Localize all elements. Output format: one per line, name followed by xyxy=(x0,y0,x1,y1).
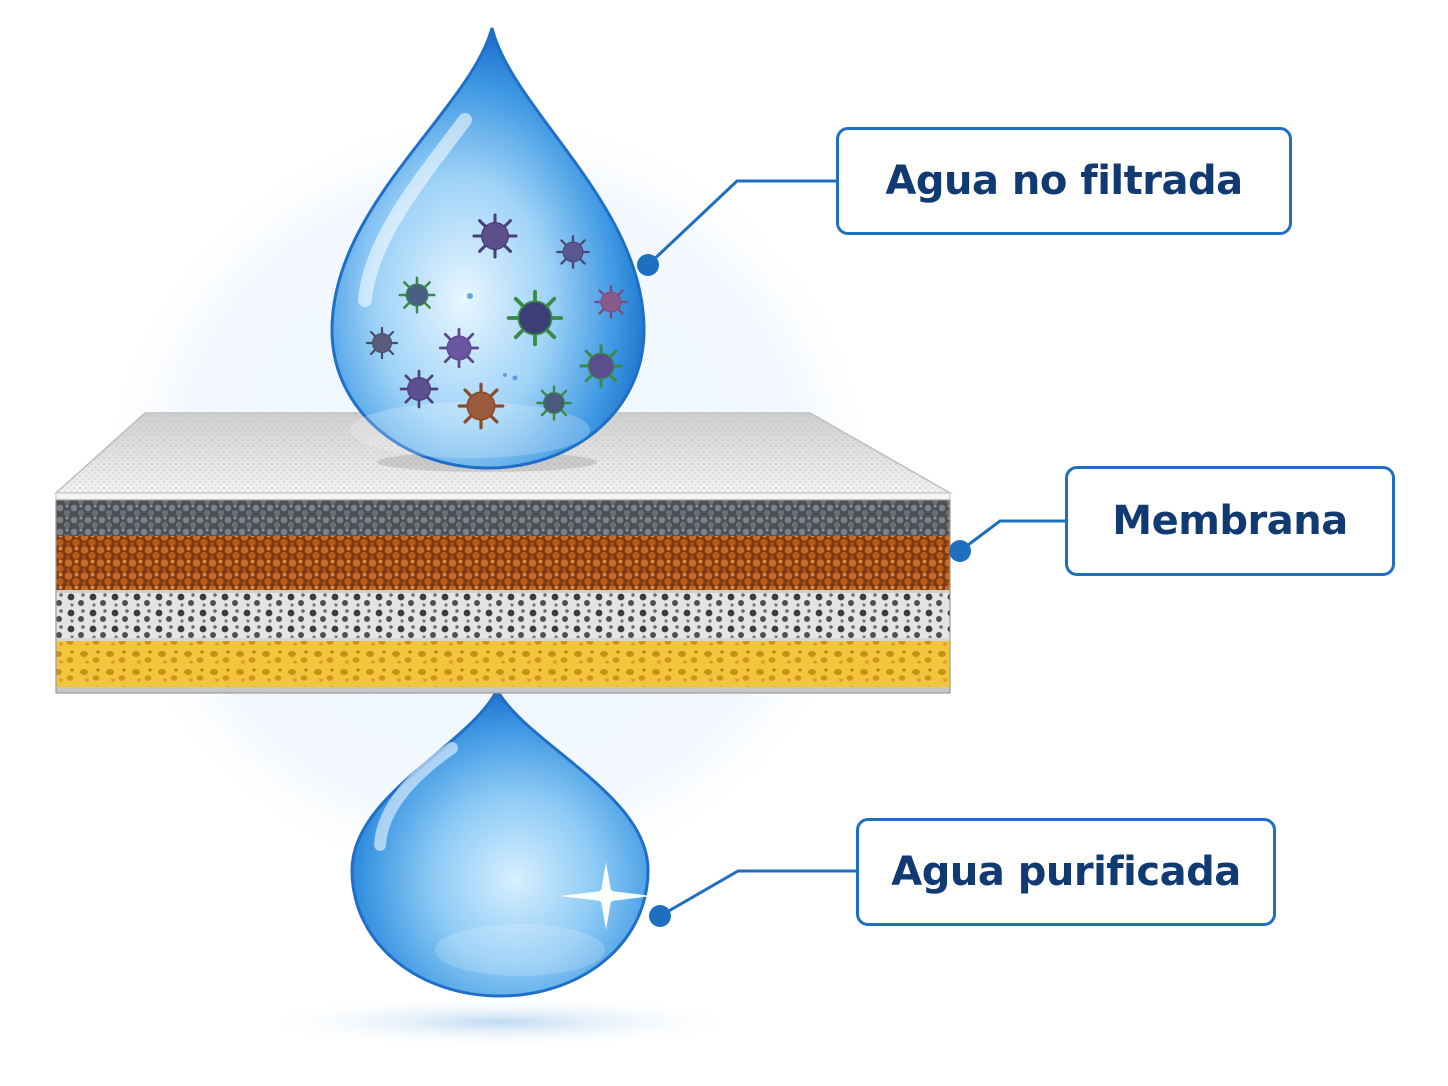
callout-membrane-label: Membrana xyxy=(1112,498,1348,544)
connector-dot-membrane xyxy=(949,540,971,562)
microbe-icon xyxy=(536,385,572,421)
connector-dot-purified xyxy=(649,905,671,927)
connector-dot-unfiltered xyxy=(637,254,659,276)
microbe-icon xyxy=(506,289,564,347)
callout-purified-water-label: Agua purificada xyxy=(891,849,1241,895)
microbe-icon xyxy=(438,327,480,369)
microbe-icon xyxy=(399,369,439,409)
callout-membrane: Membrana xyxy=(1065,466,1395,576)
microbe-icon xyxy=(398,276,436,314)
microbe-icon xyxy=(579,344,623,388)
clean-water-drop-icon xyxy=(350,686,650,998)
microbe-icon xyxy=(472,213,518,259)
microbe-icon xyxy=(556,235,590,269)
drop-shadow xyxy=(250,996,750,1048)
microbe-icon xyxy=(594,285,628,319)
sparkle-icon xyxy=(560,862,652,930)
microbe-icon xyxy=(457,382,505,430)
microbe-icon xyxy=(365,326,399,360)
callout-connectors xyxy=(646,179,1065,918)
callout-purified-water: Agua purificada xyxy=(856,818,1276,926)
callout-unfiltered-water-label: Agua no filtrada xyxy=(885,158,1243,204)
water-drop-with-microbes-icon xyxy=(330,27,646,472)
callout-unfiltered-water: Agua no filtrada xyxy=(836,127,1292,235)
